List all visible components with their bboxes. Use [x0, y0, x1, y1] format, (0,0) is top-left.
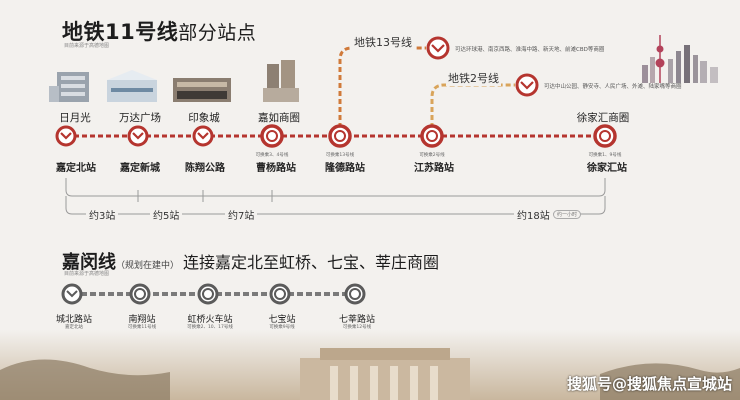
station-name-chenxiang: 陈翔公路	[185, 163, 225, 174]
landmark-label-xujiahui: 徐家汇商圈	[576, 112, 630, 124]
watermark: 搜狐号@搜狐焦点宣城站	[566, 375, 732, 393]
station-name-jiangsu: 江苏路站	[414, 163, 454, 174]
jiamin-status: （规划在建中）	[116, 261, 180, 271]
jiamin-title-row: 嘉闵线（规划在建中）连接嘉定北至虹桥、七宝、莘庄商圈	[62, 248, 439, 274]
jiamin-station-nanxiang: 南翔站	[128, 315, 156, 325]
landmark-label-riyueguang: 日月光	[59, 112, 91, 124]
transfer-icon-hongqiao	[197, 283, 219, 305]
line13-destinations: 可达环球港、南京西路、淮海中路、新天地、前滩CBD等商圈	[455, 47, 605, 53]
duration-label-3: 约3站	[86, 207, 119, 222]
station-name-jiadingbei: 嘉定北站	[56, 163, 96, 174]
transfer-icon-nanxiang	[129, 283, 151, 305]
duration-note: 约一小时	[553, 210, 582, 219]
station-name-jiadingxincheng: 嘉定新城	[120, 163, 160, 174]
source-note: 目前来源于高德地图	[64, 43, 110, 49]
yinxiangcheng-illustration	[173, 78, 231, 102]
page-title: 地铁11号线部分站点	[62, 16, 256, 46]
station-icon-chenxiang	[192, 125, 214, 147]
transfer-icon-qixin	[344, 283, 366, 305]
jiamin-description: 连接嘉定北至虹桥、七宝、莘庄商圈	[183, 253, 440, 272]
jiamin-note-nanxiang: 可换乘11号线	[127, 325, 157, 330]
station-icon-chengbei	[61, 283, 83, 305]
line11-diagram	[55, 36, 617, 215]
metro-logo-icon-line2	[515, 73, 539, 97]
station-note-caoyang: 可换乘3、4号线	[255, 153, 289, 158]
jiamin-station-qixin: 七莘路站	[338, 315, 376, 325]
station-icon-jiadingbei	[55, 125, 77, 147]
duration-bracket	[65, 178, 606, 197]
jiamin-note-chengbei: 嘉定北站	[65, 325, 83, 330]
jiamin-station-chengbei: 城北路站	[55, 315, 93, 325]
line2-name: 地铁2号线	[446, 70, 501, 86]
riyueguang-illustration	[49, 72, 89, 102]
line2-track	[430, 83, 515, 136]
transfer-icon-qibao	[269, 283, 291, 305]
metro-logo-icon-line13	[426, 36, 450, 60]
jiamin-source-note: 目前来源于高德地图	[64, 271, 110, 277]
transfer-icon-caoyang	[260, 124, 284, 148]
station-note-xujiahui: 可换乘1、9号线	[588, 153, 622, 158]
landmark-label-wanda: 万达广场	[119, 112, 161, 124]
jiamin-note-qixin: 可换乘12号线	[342, 325, 372, 330]
landmark-illustrations	[49, 60, 299, 102]
landscape-illustration	[0, 330, 740, 400]
station-icon-jiadingxincheng	[127, 125, 149, 147]
jiamin-diagram	[61, 283, 366, 305]
landmark-label-jiaru: 嘉如商圈	[258, 112, 300, 124]
duration-label-7: 约7站	[225, 207, 258, 222]
title-sub: 部分站点	[178, 22, 257, 44]
line13-name: 地铁13号线	[352, 34, 414, 50]
jiamin-note-qibao: 可换乘9号线	[269, 325, 295, 330]
skyline-illustration	[642, 35, 718, 83]
wanda-illustration	[107, 70, 157, 102]
jiamin-station-hongqiao: 虹桥火车站	[187, 315, 233, 325]
line2-destinations: 可达中山公园、静安寺、人民广场、外滩、陆家嘴等商圈	[544, 84, 682, 90]
jiamin-note-hongqiao: 可换乘2、10、17号线	[187, 325, 233, 330]
station-name-xujiahui: 徐家汇站	[587, 163, 627, 174]
title-main: 地铁11号线	[62, 20, 179, 44]
duration-label-18: 约18站	[514, 207, 553, 222]
station-note-jiangsu: 可换乘2号线	[419, 153, 445, 158]
landmark-label-yinxiang: 印象城	[188, 112, 220, 124]
station-name-caoyang: 曹杨路站	[256, 163, 296, 174]
duration-label-5: 约5站	[150, 207, 183, 222]
line13-track	[338, 46, 426, 136]
jiamin-station-qibao: 七宝站	[268, 315, 296, 325]
transfer-icon-xujiahui	[593, 124, 617, 148]
jiaru-illustration	[263, 60, 299, 102]
jiamin-title: 嘉闵线	[62, 252, 116, 273]
transfer-icon-longde	[328, 124, 352, 148]
transfer-icon-jiangsu	[420, 124, 444, 148]
station-note-longde: 可换乘13号线	[325, 153, 355, 158]
station-name-longde: 隆德路站	[325, 163, 365, 174]
